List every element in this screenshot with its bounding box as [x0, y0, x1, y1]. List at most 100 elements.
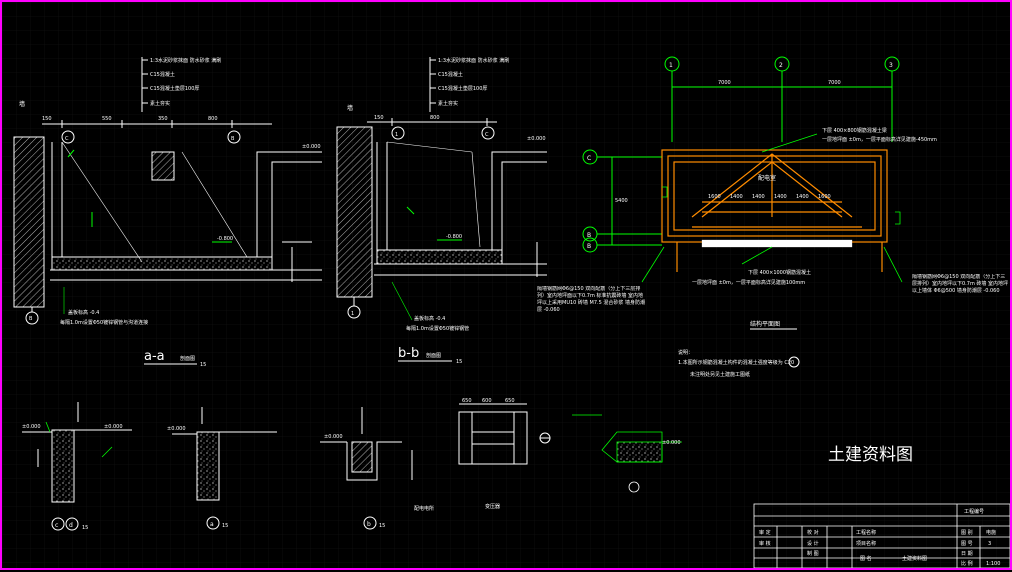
detail-b[interactable] [320, 407, 413, 530]
bb-title-suffix: 剖面图 [426, 352, 441, 359]
plan-title: 结构平面图 [750, 320, 780, 328]
aa-dim-2: 350 [158, 116, 168, 122]
plan-span-2: 7000 [828, 80, 841, 86]
detail-1-elev: ±0.000 [22, 424, 41, 430]
aa-leader-2: C15混凝土 [150, 71, 175, 78]
bb-elev-top: ±0.000 [527, 136, 546, 142]
aa-axis-c: C [65, 136, 69, 142]
plan-axis-b2: B [587, 243, 591, 250]
aa-axis-bottom: B [29, 316, 33, 322]
bb-dim-1: 800 [430, 115, 440, 121]
section-aa[interactable] [13, 57, 322, 325]
plan-room-name: 配电室 [758, 174, 776, 182]
plan-dim-1: 1400 [730, 194, 743, 200]
detail-1-elev-b: ±0.000 [104, 424, 123, 430]
plan-axis-c: C [587, 155, 591, 162]
plan-walls[interactable] [661, 149, 888, 272]
aa-dim-0: 150 [42, 116, 52, 122]
aa-title: a-a [144, 349, 165, 364]
tb-right-label-1: 图 号 [961, 541, 973, 547]
plan-note-right-box: 隔墙钢筋网Φ6@150 双向配筋（分上下三层排列）室内地坪以下0.7m 砖墙 室… [912, 274, 1008, 294]
bb-note-1: 盖板标高 -0.4 [414, 315, 445, 322]
detail-3-elev: ±0.000 [324, 434, 343, 440]
tb-right-label-3: 比 例 [961, 560, 973, 567]
cable-trench-detail[interactable] [572, 414, 682, 493]
plan-note-right: 隔墙钢筋网Φ6@150 双向配筋（分上下三层排列）室内地坪以下0.7m 砖墙 室… [912, 274, 1008, 294]
tb-right-label-2: 日 期 [961, 551, 973, 557]
bb-axis-bottom: 1 [351, 311, 354, 317]
plan-dim-2: 1400 [752, 194, 765, 200]
tb-drawing-label: 图 名 [860, 555, 872, 562]
aa-leader-1: 1:3水泥砂浆抹面 防水砂浆 满刷 [150, 57, 221, 64]
plan-axes[interactable] [582, 56, 900, 253]
detail-cd[interactable] [22, 402, 132, 531]
detail-3-scale: 15 [379, 523, 385, 529]
aa-elev-floor: -0.800 [217, 236, 233, 242]
plan-dim-4: 1400 [796, 194, 809, 200]
bb-dim-0: 150 [374, 115, 384, 121]
plan-dim-5: 1600 [818, 194, 831, 200]
transformer-plan[interactable] [458, 403, 551, 465]
tb-right-value-3: 1:100 [986, 561, 1000, 567]
bb-leader-1: 1:3水泥砂浆抹面 防水砂浆 满刷 [438, 57, 509, 64]
plan-remark-2: 未注明处另见土建施工图纸 [690, 371, 750, 378]
aa-dim-1: 550 [102, 116, 112, 122]
detail-cd-green [45, 421, 113, 458]
bb-scale: 15 [456, 359, 462, 365]
tb-project-no-label: 工程编号 [964, 508, 984, 515]
tb-right-value-1: 3 [988, 541, 991, 547]
transformer-dim-0: 650 [462, 398, 472, 404]
aa-note-1: 盖板标高 -0.4 [68, 309, 99, 316]
tb-project-name-label: 工程名称 [856, 529, 876, 536]
plan-axis-3: 3 [889, 62, 893, 69]
tb-drawing-name: 土建资料图 [902, 555, 927, 562]
section-bb-annotations [391, 206, 462, 321]
bb-leader-4: 素土夯实 [438, 100, 458, 107]
section-bb[interactable] [336, 57, 547, 319]
tb-row-1: 审 核 [759, 540, 771, 547]
detail-3-title: 配电电所 [414, 505, 434, 512]
aa-wall-label: 墙 [19, 100, 25, 108]
plan-note-bottom-2: 一层地坪面 ±0m，一层平面标高详见建施100mm [692, 279, 805, 286]
remark-section-symbol [788, 356, 800, 368]
plan-dim-left: 5400 [615, 198, 628, 204]
plan-axis-b1: B [587, 232, 591, 239]
trench-elev: ±0.000 [662, 440, 681, 446]
transformer-dim-1: 600 [482, 398, 492, 404]
plan-span-1: 7000 [718, 80, 731, 86]
aa-axis-b: B [231, 136, 235, 142]
transformer-dim-2: 650 [505, 398, 515, 404]
bb-title: b-b [398, 346, 419, 361]
bb-axis-1: 1 [395, 132, 398, 138]
detail-1-sub: d [69, 522, 73, 529]
detail-1-label: c [55, 522, 58, 529]
tb-row-4: 制 图 [807, 550, 819, 557]
plan-note-bottom-1: 下层 400×1000钢筋混凝土 [748, 269, 811, 276]
plan-remark-1: 1.本图所示钢筋混凝土构件的混凝土强度等级为 C20 [678, 359, 794, 366]
bb-leader-2: C15混凝土 [438, 71, 463, 78]
tb-right-label-0: 图 别 [961, 529, 973, 536]
bb-axis-c: C [485, 132, 489, 138]
bb-elev-floor: -0.800 [446, 234, 462, 240]
detail-3-label: b [367, 521, 371, 528]
detail-2-elev: ±0.000 [167, 426, 186, 432]
drawing-title: 土建资料图 [828, 445, 913, 465]
aa-elev-top: ±0.000 [302, 144, 321, 150]
aa-leader-4: 素土夯实 [150, 100, 170, 107]
bb-leader-3: C15混凝土垫层100厚 [438, 85, 487, 92]
transformer-title: 变压器 [485, 503, 500, 510]
section-aa-annotations [63, 149, 232, 314]
plan-dim-3: 1400 [774, 194, 787, 200]
tb-row-2: 校 对 [807, 529, 819, 536]
aa-dim-3: 800 [208, 116, 218, 122]
aa-title-suffix: 剖面图 [180, 355, 195, 362]
aa-scale: 15 [200, 362, 206, 368]
tb-item-name-label: 项目名称 [856, 540, 876, 547]
plan-note-top-2: 一层地坪面 ±0m，一层平面标高详见建施-450mm [822, 136, 937, 143]
plan-note-left: 隔墙钢筋网Φ6@150 双向配筋（分上下三层排列）室内地坪面以下0.7m 标准抗… [537, 286, 645, 313]
tb-row-0: 审 定 [759, 529, 771, 536]
detail-a[interactable] [172, 407, 277, 530]
